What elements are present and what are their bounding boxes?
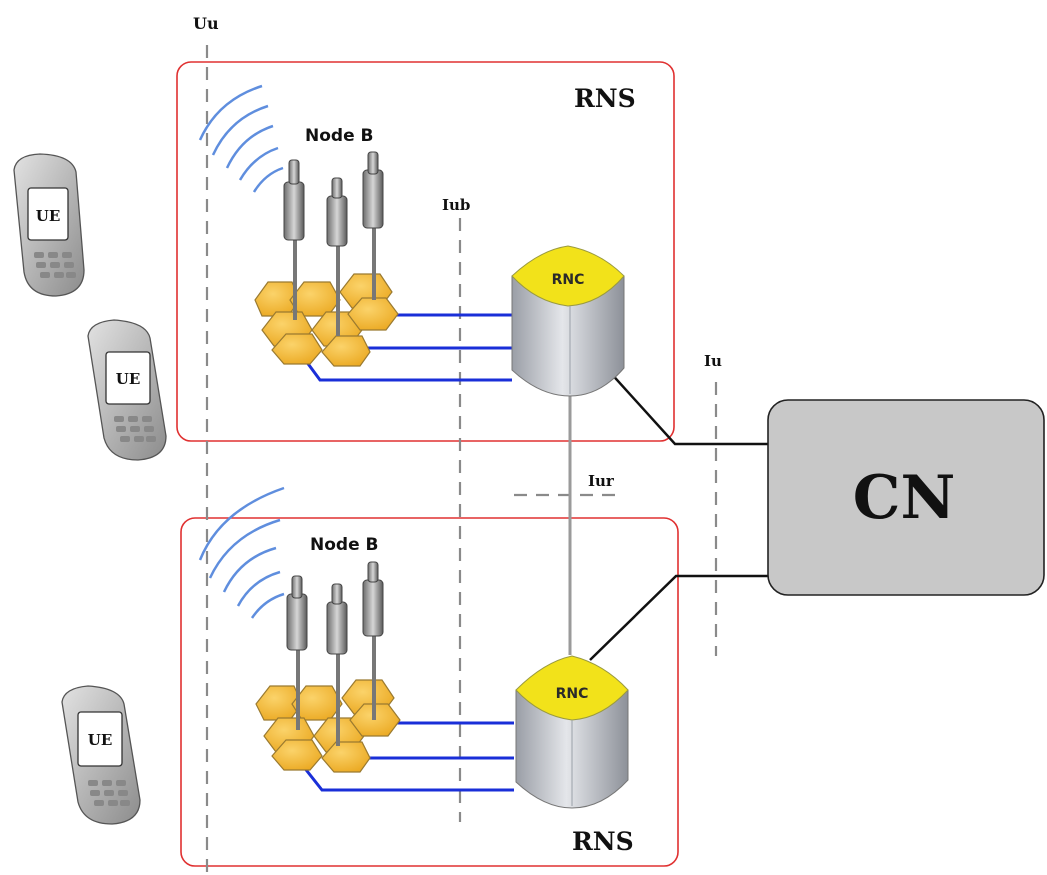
iu-label: Iu [704,352,722,370]
iu-link-bottom [589,574,768,661]
iur-label: Iur [588,472,615,490]
node-b-label-bottom: Node B [310,535,378,555]
cell-cluster [254,273,399,367]
keypad [34,252,76,278]
rns-label-top: RNS [574,84,636,113]
iu-link-top [607,369,768,446]
rnc-top: RNC [511,245,625,397]
rnc-bottom-label: RNC [556,686,589,702]
rns-box-top [176,61,675,442]
node-b-bottom [198,486,401,773]
node-b-label-top: Node B [305,126,373,146]
iub-label: Iub [442,196,470,214]
keypad [88,780,130,806]
rnc-bottom: RNC [515,655,629,809]
ue-label-3: UE [88,731,113,749]
ue-phone-1: UE [13,153,85,297]
uu-label: Uu [193,14,219,33]
node-b-top [198,84,399,367]
core-network: CN [767,399,1045,596]
ue-phone-2: UE [87,319,167,461]
ue-phone-3: UE [61,685,141,825]
keypad [114,416,156,442]
rns-box-bottom [180,517,679,867]
rns-label-bottom: RNS [572,827,634,856]
antenna-icon [283,151,384,336]
antenna-icon [286,561,384,746]
ue-label-1: UE [36,207,61,225]
radio-wave-icon [198,84,284,193]
ue-label-2: UE [116,370,141,388]
rnc-top-label: RNC [552,272,585,288]
cn-label: CN [853,463,956,533]
radio-wave-icon [198,486,285,619]
